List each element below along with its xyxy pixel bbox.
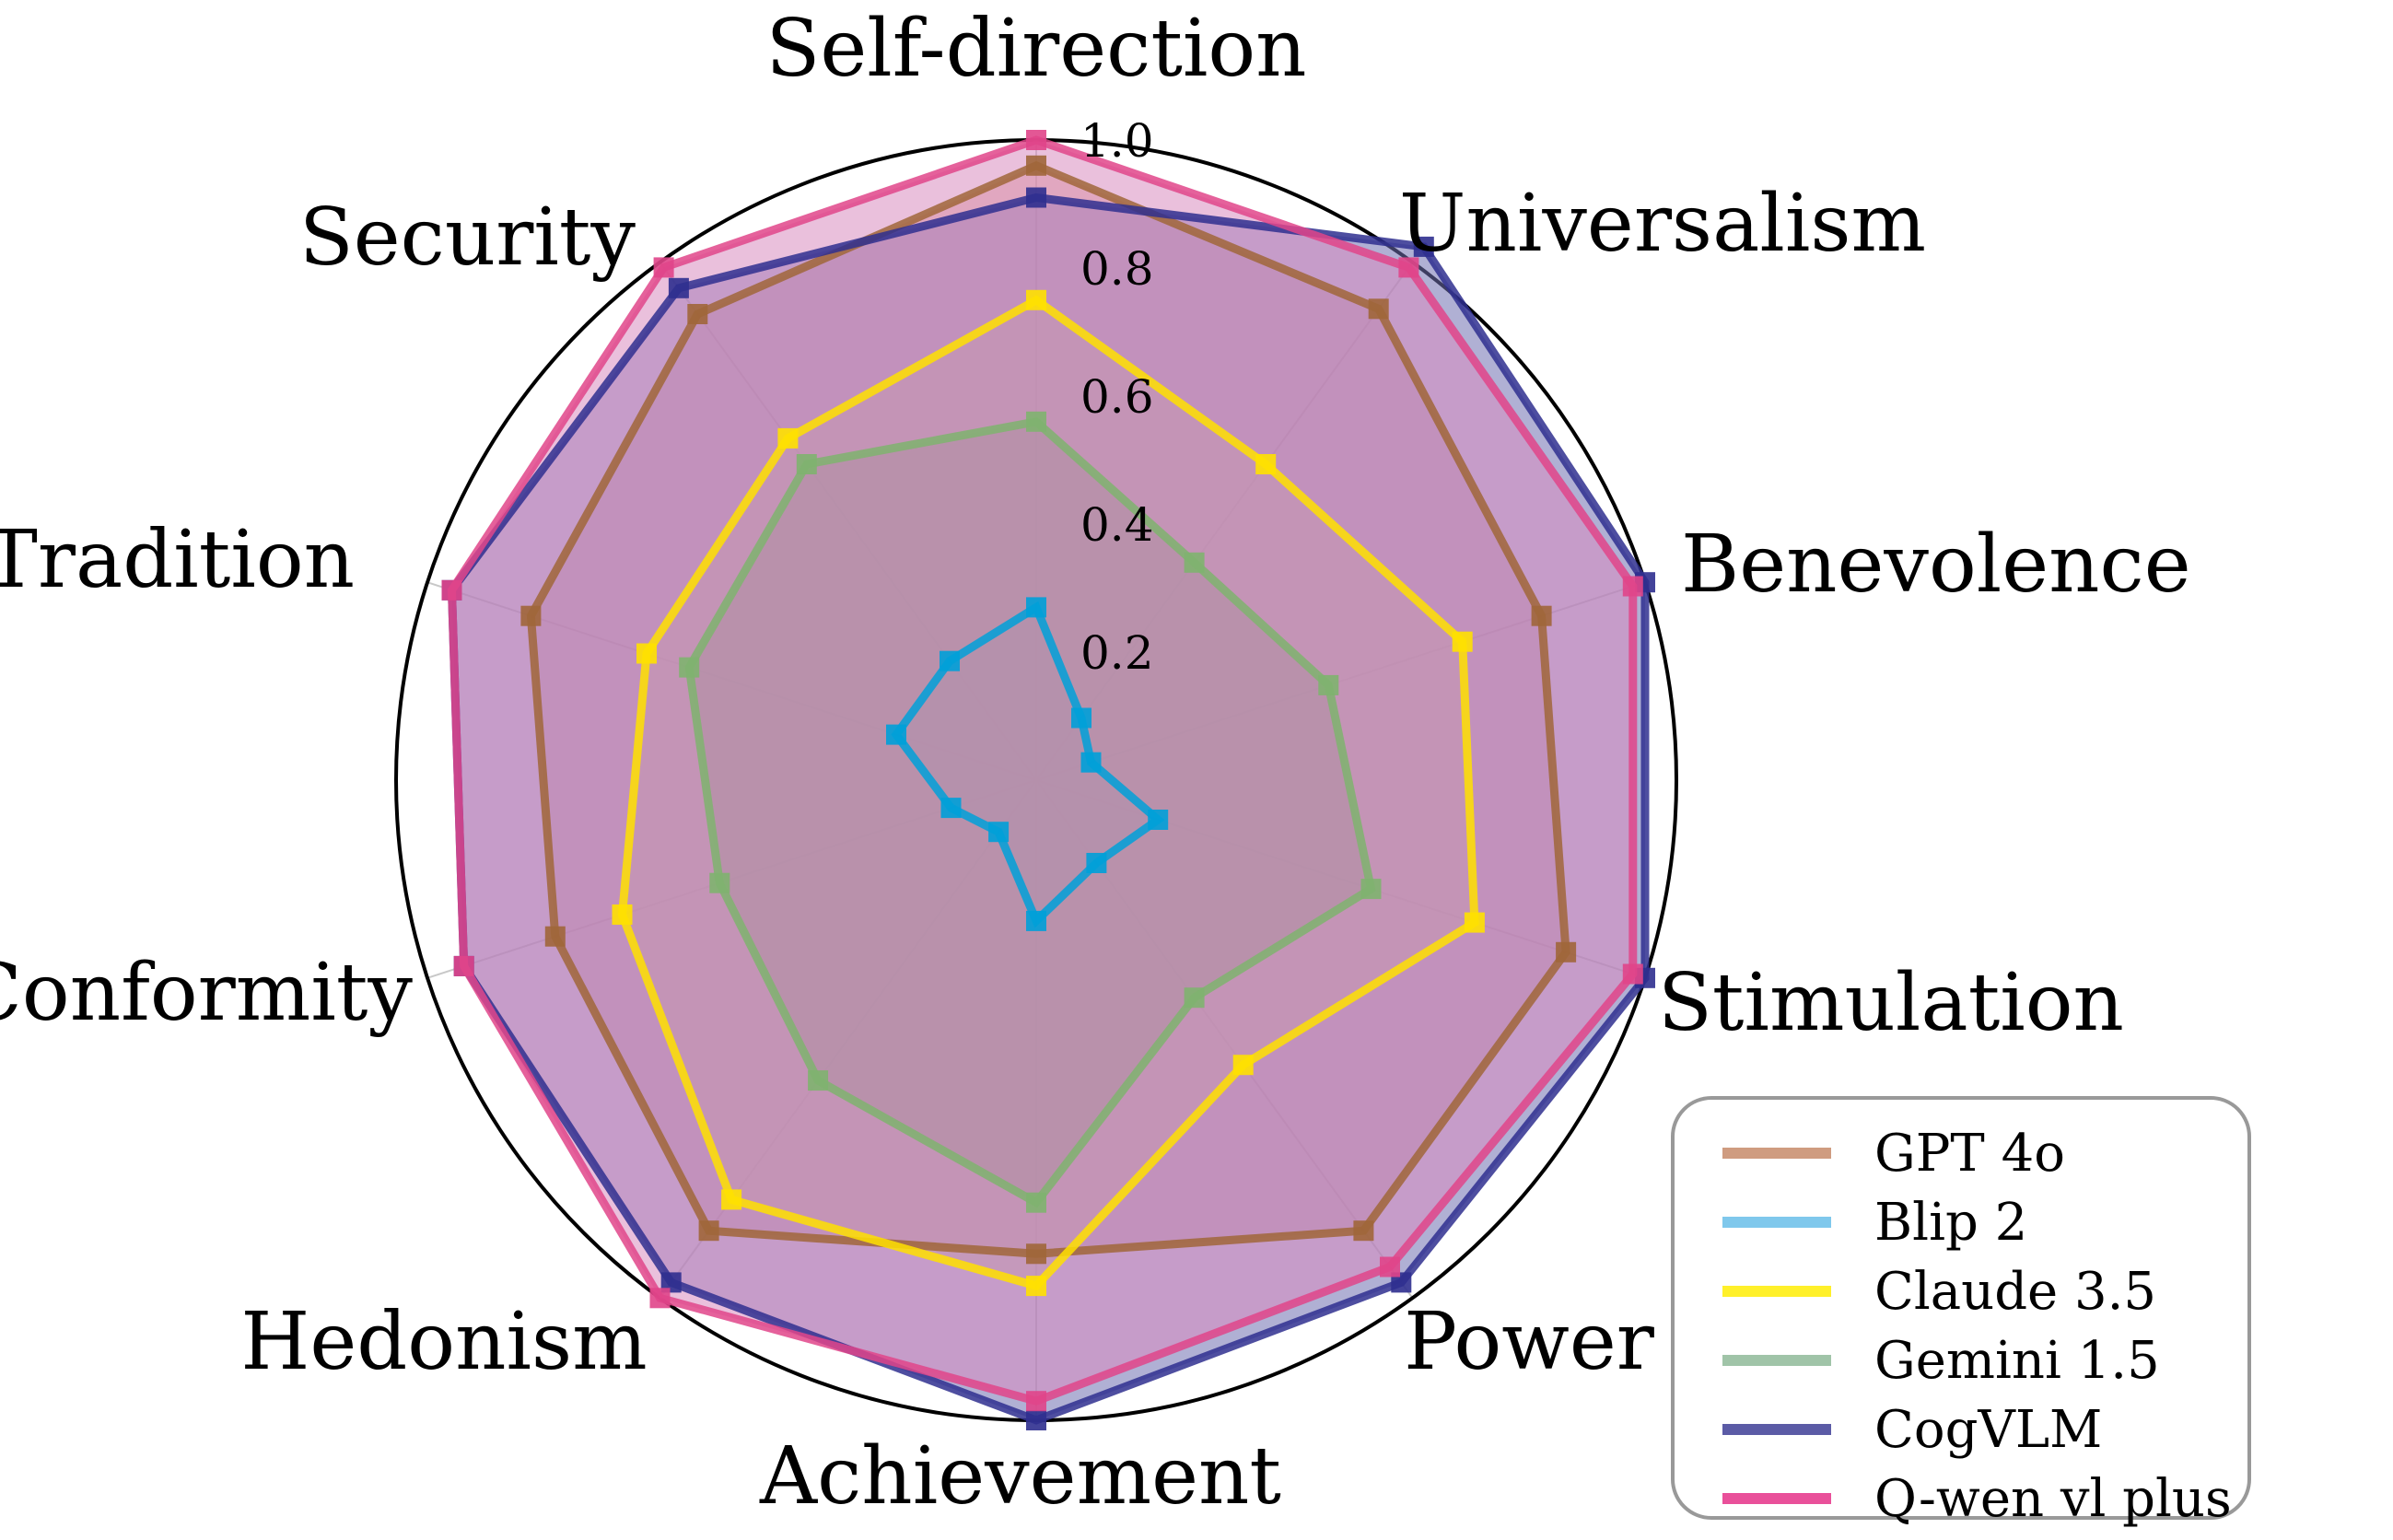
- axis-label: Universalism: [1399, 178, 1926, 270]
- series-point: [1184, 552, 1205, 573]
- series-point: [940, 798, 962, 819]
- legend-label: GPT 4o: [1874, 1124, 2065, 1184]
- series-point: [1464, 912, 1485, 933]
- series-point: [520, 605, 542, 626]
- axis-label: Achievement: [759, 1430, 1281, 1522]
- series-point: [1026, 1243, 1046, 1265]
- series-point: [1353, 1220, 1374, 1242]
- axis-label: Power: [1404, 1296, 1655, 1388]
- tick-label: 1.0: [1080, 114, 1154, 168]
- series-point: [1026, 289, 1046, 310]
- series-point: [1360, 879, 1382, 900]
- series-point: [1086, 853, 1107, 873]
- series-point: [1184, 987, 1205, 1009]
- series-point: [1452, 631, 1473, 652]
- legend-label: Blip 2: [1874, 1193, 2027, 1253]
- series-point: [1391, 1272, 1412, 1293]
- legend-label: Q-wen vl plus: [1874, 1469, 2232, 1529]
- series-point: [1148, 810, 1169, 830]
- series-point: [1556, 941, 1577, 962]
- tick-label: 0.8: [1080, 242, 1154, 296]
- series-point: [636, 643, 657, 664]
- series-point: [721, 1189, 742, 1210]
- tick-label: 0.6: [1080, 370, 1154, 424]
- tick-label: 0.4: [1080, 498, 1154, 552]
- series-point: [940, 650, 960, 671]
- tick-label: 0.2: [1080, 626, 1154, 680]
- series-point: [1026, 187, 1046, 208]
- series-point: [1368, 298, 1389, 320]
- series-point: [709, 872, 730, 893]
- series-point: [1255, 454, 1277, 474]
- series-point: [441, 579, 462, 601]
- series-point: [668, 277, 689, 298]
- series-point: [1380, 1256, 1400, 1278]
- series-point: [808, 1070, 829, 1091]
- series-point: [1026, 910, 1046, 931]
- series-point: [1413, 236, 1434, 257]
- series-point: [1026, 411, 1046, 432]
- series-point: [796, 454, 817, 474]
- series-point: [687, 304, 708, 324]
- series-point: [988, 822, 1010, 843]
- series-point: [1622, 963, 1643, 985]
- series-point: [660, 1272, 682, 1293]
- series-point: [1026, 1391, 1046, 1412]
- series-point: [1026, 155, 1046, 176]
- legend-label: Claude 3.5: [1874, 1262, 2156, 1322]
- series-point: [679, 657, 700, 678]
- series-point: [1071, 707, 1091, 729]
- radial-ticks: 0.2 0.4 0.6 0.8 1.0: [1080, 114, 1154, 680]
- series-point: [1398, 257, 1419, 278]
- series-point: [1026, 597, 1046, 618]
- series-point: [698, 1220, 719, 1242]
- series-point: [1318, 674, 1339, 695]
- axis-label: Conformity: [0, 947, 413, 1039]
- series-point: [777, 427, 799, 449]
- series-point: [886, 724, 906, 745]
- axis-label: Benevolence: [1681, 519, 2191, 611]
- series-point: [544, 926, 566, 947]
- series-area-5: [451, 140, 1633, 1402]
- series-point: [1026, 1192, 1046, 1213]
- series-point: [1232, 1055, 1254, 1076]
- axis-label: Tradition: [0, 514, 355, 606]
- axis-label: Hedonism: [240, 1296, 647, 1388]
- series-point: [1531, 605, 1552, 626]
- series-point: [1026, 1410, 1046, 1430]
- series-point: [1026, 1276, 1046, 1297]
- series-layer: [441, 130, 1655, 1430]
- legend-label: CogVLM: [1874, 1400, 2102, 1460]
- series-point: [612, 904, 633, 925]
- series-point: [1622, 576, 1643, 597]
- axis-labels: Self-directionUniversalismBenevolenceSti…: [0, 3, 2191, 1522]
- axis-label: Security: [299, 192, 636, 284]
- axis-label: Self-direction: [765, 3, 1306, 95]
- axis-label: Stimulation: [1658, 957, 2124, 1049]
- series-point: [653, 257, 674, 278]
- series-point: [1080, 752, 1102, 773]
- series-point: [453, 955, 474, 976]
- legend-box: [1671, 1096, 2251, 1520]
- series-point: [649, 1288, 671, 1309]
- legend-label: Gemini 1.5: [1874, 1331, 2160, 1391]
- series-point: [1026, 130, 1046, 150]
